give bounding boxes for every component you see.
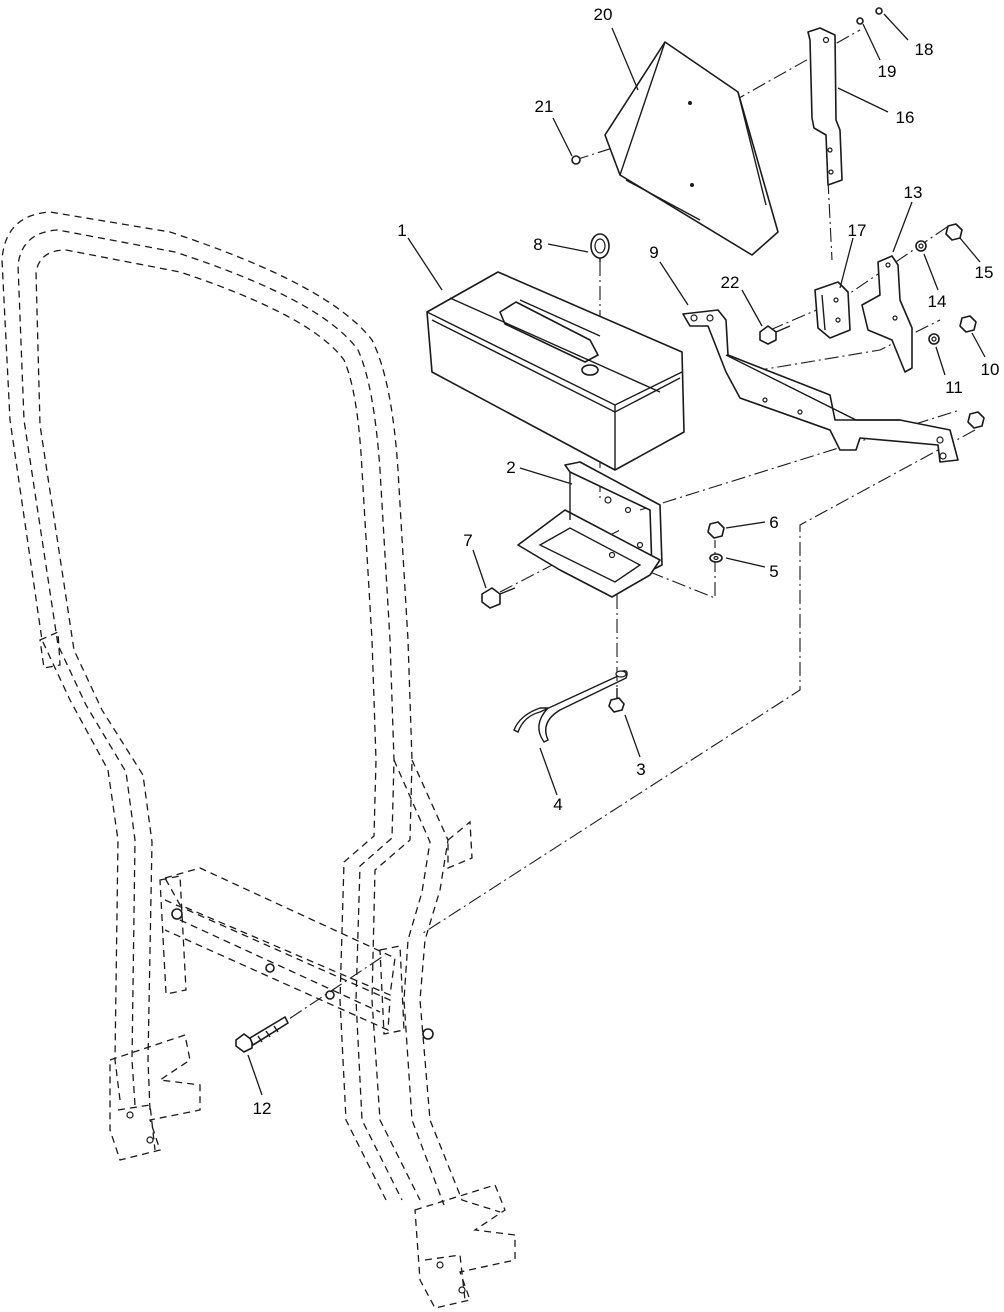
leader-20	[611, 27, 639, 91]
leader-1	[407, 237, 443, 291]
plate-13	[861, 255, 913, 373]
leader-9	[659, 261, 689, 306]
callout-2: 2	[506, 458, 515, 477]
callout-21: 21	[535, 97, 554, 116]
callout-17: 17	[848, 221, 867, 240]
centerline-main-mount	[419, 429, 976, 936]
callout-19: 19	[878, 62, 897, 81]
bolt-12	[235, 1016, 289, 1053]
callout-14: 14	[928, 292, 947, 311]
callout-22: 22	[721, 273, 740, 292]
callout-15: 15	[975, 263, 994, 282]
bracket-16	[807, 27, 843, 186]
hair-pin-4	[513, 670, 628, 743]
callout-3: 3	[636, 760, 645, 779]
frame-bolt-head	[265, 963, 275, 973]
centerline-bracket-16	[827, 179, 833, 261]
callout-5: 5	[769, 562, 778, 581]
frame-bolt-head	[325, 990, 335, 1000]
bolt-7	[481, 587, 516, 609]
leader-13	[892, 201, 913, 253]
leader-21	[552, 117, 573, 157]
clip-bracket-17	[814, 281, 851, 339]
leader-10	[971, 332, 986, 358]
nut-10	[959, 315, 977, 333]
leader-lines	[247, 13, 986, 1096]
leader-15	[959, 237, 981, 263]
washer-19	[856, 17, 864, 25]
callout-4: 4	[553, 795, 562, 814]
leader-5	[725, 557, 766, 568]
callout-10: 10	[981, 360, 1000, 379]
leader-8	[547, 243, 589, 253]
leader-7	[472, 549, 487, 589]
callout-18: 18	[915, 40, 934, 59]
callout-7: 7	[463, 531, 472, 550]
frame-bolt-head	[171, 908, 183, 920]
callout-9: 9	[649, 243, 658, 262]
leader-12	[247, 1054, 263, 1096]
callout-12: 12	[253, 1099, 272, 1118]
mounting-bracket-2	[517, 461, 663, 598]
leader-14	[923, 253, 939, 291]
nut-15	[945, 223, 963, 241]
leader-11	[935, 346, 946, 376]
leader-18	[883, 13, 909, 41]
nut-6	[707, 521, 725, 539]
callout-8: 8	[533, 235, 542, 254]
leader-19	[862, 23, 881, 61]
nut-18	[875, 7, 883, 15]
screw-21	[571, 155, 581, 165]
leader-6	[725, 521, 766, 529]
rops-frame-phantom	[1, 211, 516, 1309]
centerline-box-to-bracket	[639, 409, 961, 511]
callout-labels: 1 2 3 4 5 6 7 8 9 10 11 12 13 14 15 16 1…	[253, 5, 1000, 1118]
nut-mount	[967, 411, 985, 429]
callout-13: 13	[904, 183, 923, 202]
leader-16	[837, 87, 889, 113]
lock-pin-8	[590, 233, 610, 262]
tool-box-1	[426, 271, 685, 471]
callout-6: 6	[769, 513, 778, 532]
frame-bolt-head	[422, 1028, 434, 1040]
callout-1: 1	[397, 221, 406, 240]
callout-16: 16	[896, 108, 915, 127]
leader-17	[839, 237, 854, 289]
leader-4	[539, 747, 558, 796]
bolt-3	[608, 688, 625, 713]
bolt-22	[759, 325, 791, 345]
leader-3	[624, 714, 641, 758]
support-arm-9	[682, 309, 959, 463]
centerline-nuts-10-11	[729, 319, 941, 376]
leader-22	[741, 289, 763, 327]
smv-emblem	[604, 41, 779, 256]
leader-2	[519, 467, 573, 485]
callout-20: 20	[594, 5, 613, 24]
callout-11: 11	[945, 378, 963, 397]
